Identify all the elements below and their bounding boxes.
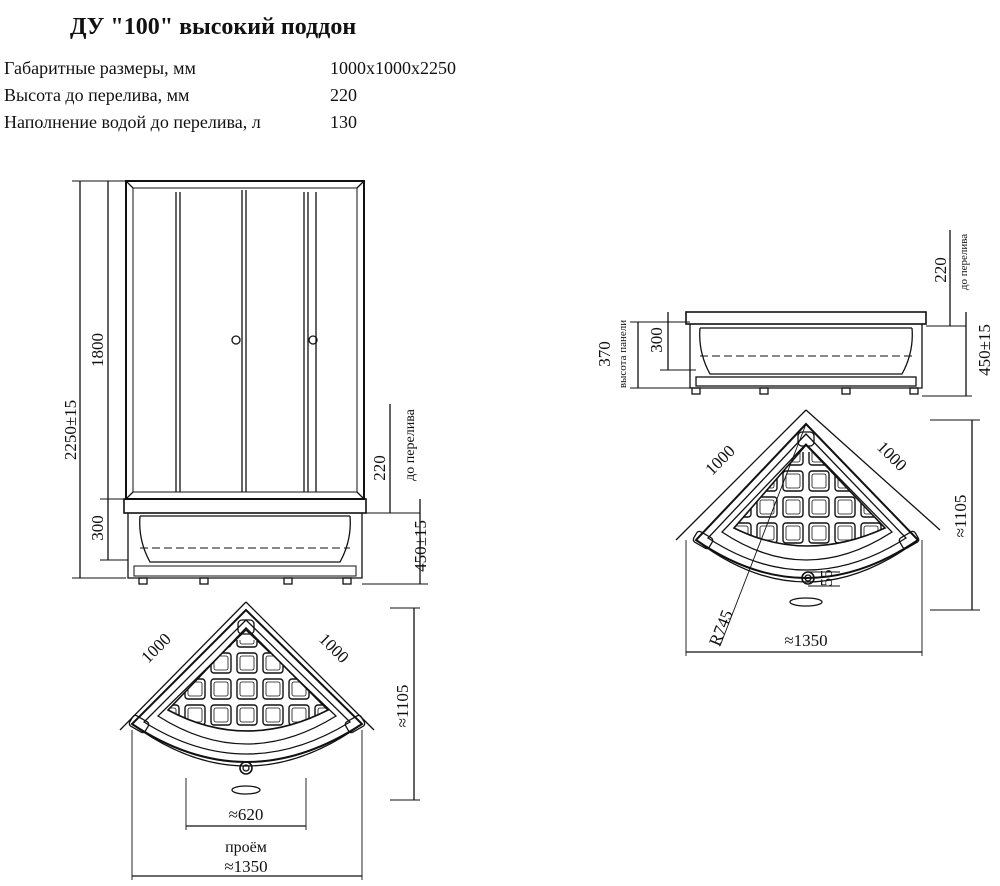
dim-tray-total: 450±15 bbox=[411, 520, 430, 572]
dim-radius: R745 bbox=[705, 607, 736, 648]
dim-door-height: 1800 bbox=[88, 333, 107, 367]
spec-value: 1000x1000x2250 bbox=[330, 58, 456, 78]
dim-overflow-note: до перелива bbox=[403, 408, 418, 480]
spec-label: Габаритные размеры, мм bbox=[4, 58, 196, 78]
dim-side-b: 1000 bbox=[315, 629, 352, 666]
dim-overflow-height: 220 bbox=[370, 455, 389, 481]
dim-width: ≈1350 bbox=[224, 857, 267, 876]
dim-side-b-right: 1000 bbox=[873, 437, 910, 474]
dim-width-right: ≈1350 bbox=[784, 631, 827, 650]
page-title: ДУ "100" высокий поддон bbox=[70, 14, 357, 40]
dim-depth-right: ≈1105 bbox=[951, 495, 970, 538]
dim-side-a: 1000 bbox=[137, 629, 174, 666]
dim-depth: ≈1105 bbox=[393, 685, 412, 728]
dim-side-a-right: 1000 bbox=[701, 441, 738, 478]
dim-opening: ≈620 bbox=[229, 805, 264, 824]
tray-side-view-dims: 370 высота панели 300 220 до перелива 45… bbox=[595, 234, 994, 388]
spec-value: 220 bbox=[330, 85, 357, 105]
dim-tray-total-right: 450±15 bbox=[975, 324, 994, 376]
dim-overflow-note-right: до перелива bbox=[958, 234, 970, 290]
dim-panel-note: высота панели bbox=[617, 320, 629, 388]
spec-value: 130 bbox=[330, 112, 357, 132]
door-handle-right bbox=[308, 335, 318, 345]
spec-label: Наполнение водой до перелива, л bbox=[4, 112, 261, 132]
spec-label: Высота до перелива, мм bbox=[4, 85, 190, 105]
dim-tray-height-right: 300 bbox=[647, 327, 666, 353]
dim-drain: 55 bbox=[817, 570, 836, 587]
tray-side-view bbox=[630, 230, 972, 397]
front-view bbox=[72, 180, 428, 585]
door-handle-left bbox=[231, 335, 241, 345]
front-view-dims: 2250±15 1800 300 220 до перелива 450±15 bbox=[61, 333, 430, 572]
dim-overflow-height-right: 220 bbox=[931, 257, 950, 283]
dim-total-height: 2250±15 bbox=[61, 400, 80, 460]
dim-panel-height: 370 bbox=[595, 341, 614, 367]
dim-tray-height: 300 bbox=[88, 515, 107, 541]
drain-left bbox=[239, 761, 253, 775]
dim-opening-label: проём bbox=[225, 839, 267, 856]
